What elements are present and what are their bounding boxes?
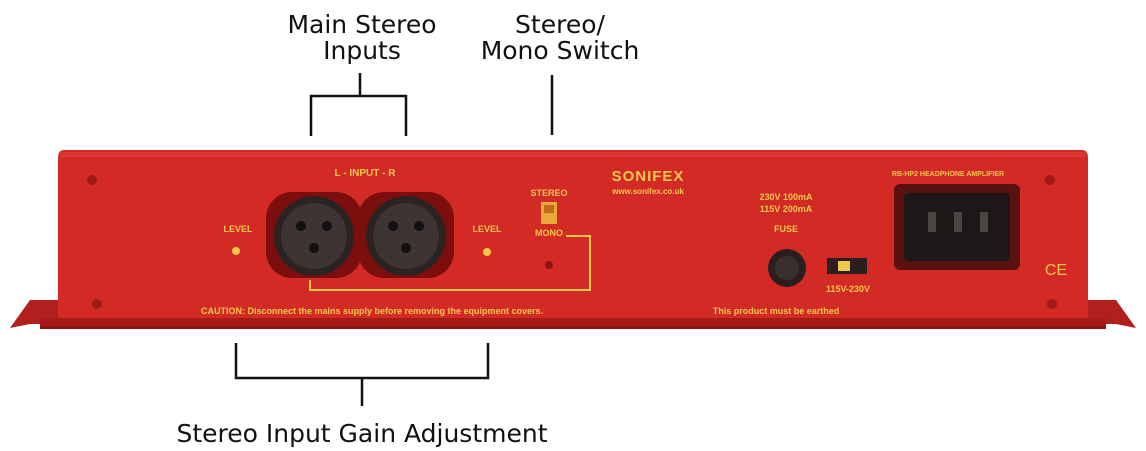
level-trim-right	[483, 248, 491, 256]
level-label-right: LEVEL	[472, 224, 502, 234]
switch-label-mono: MONO	[535, 228, 563, 238]
main-inputs-bracket	[309, 73, 408, 136]
input-header-label: L - INPUT - R	[335, 168, 397, 179]
fuse-label: FUSE	[774, 224, 798, 234]
fuse-rating-2: 115V 200mA	[760, 204, 813, 214]
xlr-input-left	[266, 192, 362, 278]
switch-connector-line	[309, 235, 591, 291]
brand-website: www.sonifex.co.uk	[611, 187, 684, 196]
iec-power-inlet	[894, 184, 1020, 270]
level-label-left: LEVEL	[223, 224, 253, 234]
callout-stereo-mono-line2: Mono Switch	[480, 36, 640, 65]
switch-label-stereo: STEREO	[530, 188, 567, 198]
brand-name: SONIFEX	[612, 168, 685, 185]
caution-notice: CAUTION: Disconnect the mains supply bef…	[201, 306, 543, 316]
callout-stereo-mono-switch: Stereo/ Mono Switch	[470, 12, 650, 64]
xlr-input-right	[358, 192, 454, 278]
earthed-notice: This product must be earthed	[713, 306, 840, 316]
fuse-rating-1: 230V 100mA	[759, 192, 813, 202]
model-name: RB-HP2 HEADPHONE AMPLIFIER	[892, 171, 1004, 178]
panel-screws	[87, 175, 1057, 309]
callout-main-stereo-inputs-line2: Inputs	[323, 36, 401, 65]
callout-main-stereo-inputs-line1: Main Stereo	[287, 10, 437, 39]
gain-bracket	[234, 343, 490, 406]
ce-mark: CE	[1045, 262, 1067, 279]
stereo-mono-switch	[541, 202, 557, 269]
callout-main-stereo-inputs: Main Stereo Inputs	[272, 12, 452, 64]
voltage-label: 115V-230V	[826, 284, 870, 294]
callout-gain-adjustment: Stereo Input Gain Adjustment	[162, 421, 562, 447]
callout-stereo-mono-line1: Stereo/	[515, 10, 605, 39]
level-trim-left	[232, 247, 240, 255]
callout-gain-text: Stereo Input Gain Adjustment	[176, 419, 548, 448]
